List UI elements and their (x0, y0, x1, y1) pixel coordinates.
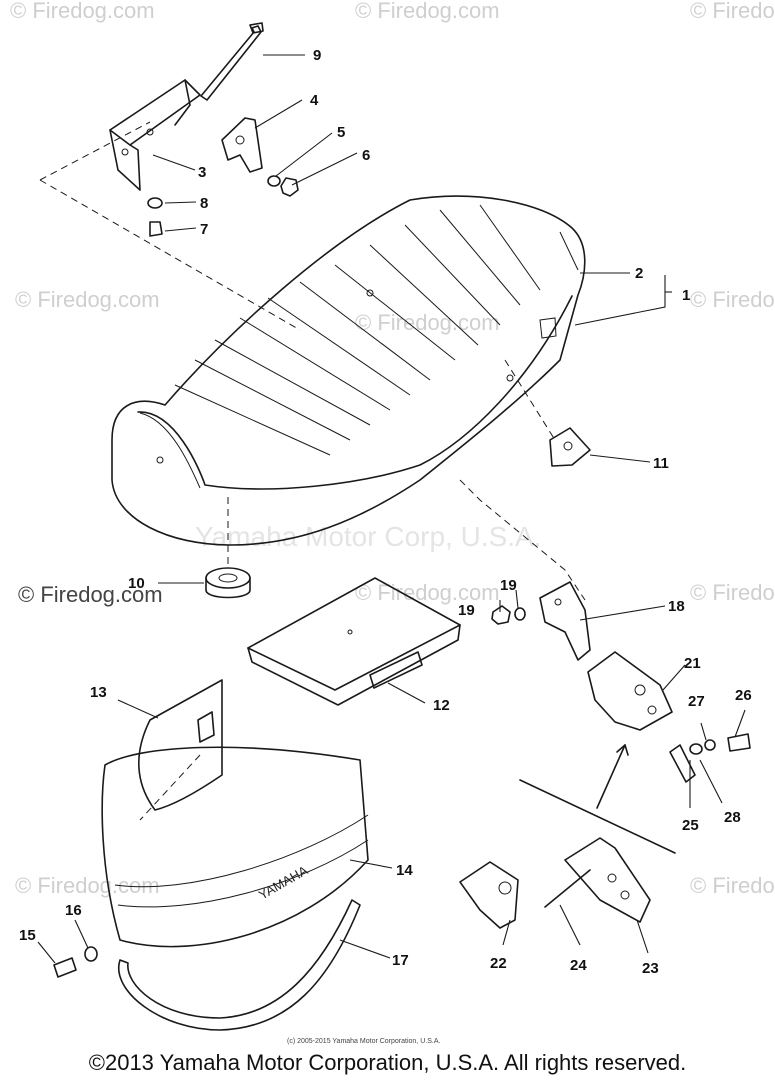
callout-23: 23 (642, 960, 659, 977)
callout-21: 21 (684, 655, 701, 672)
leader-lines (37, 54, 746, 964)
watermark-text: © Firedog.com (355, 0, 500, 23)
watermark-stamp: Yamaha Motor Corp, U.S.A. (195, 521, 542, 552)
callout-28: 28 (724, 809, 741, 826)
assembly-guides (39, 121, 586, 821)
part-6-nut (280, 177, 299, 197)
part-11-clip (549, 427, 591, 467)
watermark-text: © Firedog.com (355, 310, 500, 335)
watermark-text: © Firedog.com (355, 580, 500, 605)
part-20-nut (491, 605, 511, 625)
detail-arrow (519, 744, 676, 854)
callout-25: 25 (682, 817, 699, 834)
watermark-text: © Firedog.com (690, 0, 775, 23)
callout-14: 14 (396, 862, 413, 879)
callout-6: 6 (362, 147, 370, 164)
callout-19b: 19 (500, 577, 517, 594)
firedog-logo-text: © Firedog.com (18, 582, 163, 607)
part-19-washer (514, 607, 526, 621)
part-25-link (669, 744, 696, 783)
part-9-bolt (200, 22, 264, 101)
watermark-layer: © Firedog.com © Firedog.com © Firedog.co… (10, 0, 775, 898)
part-13-side-cover (138, 679, 223, 811)
callout-2: 2 (635, 265, 643, 282)
part-26-bolt (727, 733, 751, 752)
yamaha-lettering: YAMAHA (256, 862, 310, 902)
part-24-pin (544, 869, 591, 908)
seat-assembly (111, 195, 586, 546)
part-8-washer (147, 197, 163, 209)
callout-12: 12 (433, 697, 450, 714)
part-14-cover-body: YAMAHA (101, 746, 369, 948)
callout-16: 16 (65, 902, 82, 919)
part-15-screw (53, 957, 77, 978)
callout-9: 9 (313, 47, 321, 64)
watermark-text: © Firedog.com (690, 873, 775, 898)
watermark-text: © Firedog.com (690, 287, 775, 312)
callout-8: 8 (200, 195, 208, 212)
callout-7: 7 (200, 221, 208, 238)
part-3-bracket (109, 79, 201, 191)
part-7-bolt (149, 221, 163, 237)
callout-26: 26 (735, 687, 752, 704)
watermark-text: © Firedog.com (10, 0, 155, 23)
callout-18: 18 (668, 598, 685, 615)
callout-24: 24 (570, 957, 587, 974)
part-23-bracket (564, 837, 651, 923)
part-27-washer (704, 739, 716, 751)
part-16-washer (84, 946, 98, 962)
watermark-text: © Firedog.com (15, 287, 160, 312)
part-12-tray (247, 577, 461, 706)
watermark-text: © Firedog.com (15, 873, 160, 898)
callout-5: 5 (337, 124, 345, 141)
callout-11: 11 (653, 455, 669, 472)
small-copyright: (c) 2005-2015 Yamaha Motor Corporation, … (287, 1038, 440, 1045)
callout-22: 22 (490, 955, 507, 972)
callout-17: 17 (392, 952, 409, 969)
part-5-washer (267, 175, 281, 187)
footer-copyright: ©2013 Yamaha Motor Corporation, U.S.A. A… (88, 1050, 687, 1075)
callout-19: 19 (458, 602, 475, 619)
callout-15: 15 (19, 927, 36, 944)
part-10-bushing (205, 567, 251, 599)
part-17-trim (117, 899, 361, 1031)
callout-13: 13 (90, 684, 107, 701)
callout-3: 3 (198, 164, 206, 181)
part-4-bracket (221, 117, 263, 173)
watermark-text: © Firedog.com (690, 580, 775, 605)
part-18-bracket (539, 581, 591, 661)
callout-27: 27 (688, 693, 705, 710)
part-22-catch (459, 861, 519, 929)
callout-4: 4 (310, 92, 319, 109)
part-28-washer (689, 743, 703, 755)
callout-10: 10 (128, 575, 145, 592)
callout-numbers: 9 4 3 5 6 8 7 2 1 11 10 19 19 18 12 13 2… (19, 47, 752, 977)
part-21-lock (587, 651, 673, 731)
callout-1: 1 (682, 287, 690, 304)
